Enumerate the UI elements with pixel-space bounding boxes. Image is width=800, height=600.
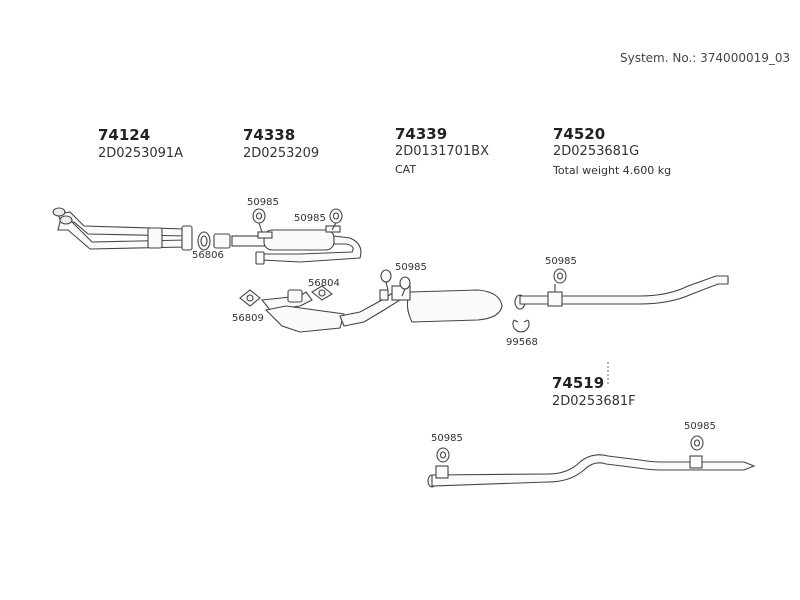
part-number-74338: 74338 bbox=[243, 126, 296, 144]
callout-hanger-50985: 50985 bbox=[395, 262, 427, 273]
part-note-cat: CAT bbox=[395, 163, 417, 176]
gasket-56809 bbox=[239, 289, 261, 307]
callout-hanger-50985: 50985 bbox=[545, 256, 577, 267]
intermediate-pipe-74338 bbox=[213, 225, 362, 265]
part-number-74124: 74124 bbox=[98, 126, 151, 144]
callout-gasket-56806: 56806 bbox=[192, 250, 224, 261]
hanger-50985 bbox=[436, 447, 450, 463]
callout-hanger-50985: 50985 bbox=[431, 433, 463, 444]
part-code-74519: 2D0253681F bbox=[552, 394, 636, 409]
front-pipe-74124 bbox=[52, 207, 193, 251]
gasket-56804 bbox=[311, 285, 333, 301]
part-code-74339: 2D0131701BX bbox=[395, 144, 490, 159]
rear-pipe-74519 bbox=[427, 454, 756, 488]
gasket-56806 bbox=[197, 231, 211, 251]
callout-hanger-50985: 50985 bbox=[684, 421, 716, 432]
part-number-74520: 74520 bbox=[553, 125, 606, 143]
callout-hanger-50985: 50985 bbox=[247, 197, 279, 208]
hanger-50985 bbox=[690, 435, 704, 451]
clamp-99568 bbox=[512, 319, 530, 333]
rear-pipe-74520 bbox=[514, 275, 729, 310]
callout-hanger-50985: 50985 bbox=[294, 213, 326, 224]
part-number-74519: 74519 bbox=[552, 374, 605, 392]
part-code-74124: 2D0253091A bbox=[98, 146, 184, 161]
hanger-50985 bbox=[553, 268, 567, 284]
part-number-74339: 74339 bbox=[395, 125, 448, 143]
callout-gasket-56804: 56804 bbox=[308, 278, 340, 289]
part-code-74338: 2D0253209 bbox=[243, 146, 320, 161]
hanger-50985 bbox=[252, 208, 266, 233]
part-note-weight: Total weight 4.600 kg bbox=[553, 164, 672, 177]
part-code-74520: 2D0253681G bbox=[553, 144, 640, 159]
hanger-50985 bbox=[329, 208, 343, 231]
callout-gasket-56809: 56809 bbox=[232, 313, 264, 324]
hanger-50985 bbox=[380, 269, 411, 297]
catalytic-converter-74339 bbox=[260, 285, 503, 333]
callout-clamp-99568: 99568 bbox=[506, 337, 538, 348]
system-number: System. No.: 374000019_03 bbox=[620, 51, 791, 65]
